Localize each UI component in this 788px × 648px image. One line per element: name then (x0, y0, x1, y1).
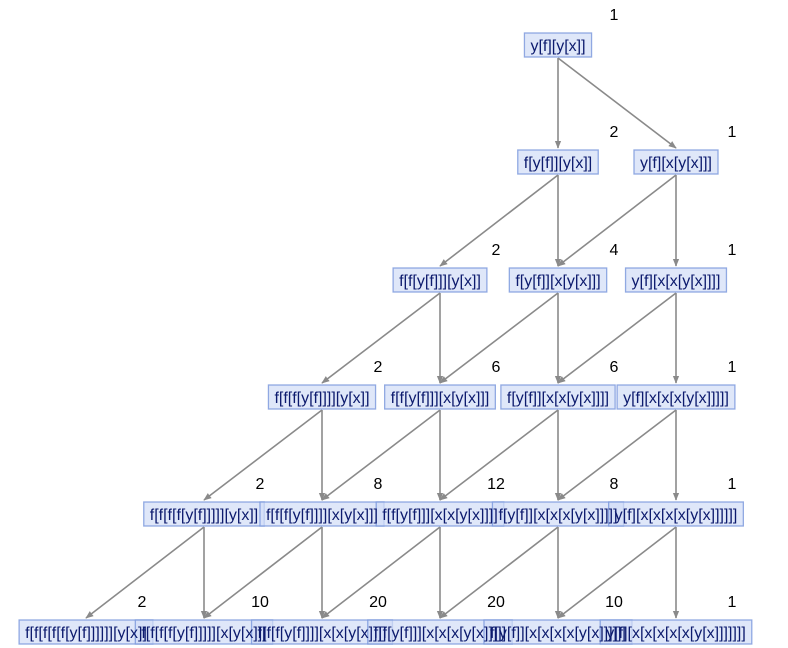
edge-arrow (321, 292, 441, 384)
node-count: 20 (369, 594, 387, 611)
node-box[interactable] (500, 384, 616, 410)
edge-arrow (439, 526, 559, 619)
edge-arrow (203, 409, 323, 501)
edge-arrow (439, 174, 559, 267)
node-label[interactable]: f[y[f]][x[x[x[y[x]]]]] (498, 507, 617, 524)
node-label[interactable]: f[f[f[y[f]]]][y[x]] (274, 390, 369, 407)
node-count: 2 (256, 476, 265, 493)
node-count: 2 (492, 242, 501, 259)
edge-arrow (557, 526, 677, 619)
node-label[interactable]: f[y[f]][y[x]] (524, 155, 592, 172)
node-count: 8 (610, 476, 619, 493)
node-label[interactable]: y[f][x[x[x[x[x[y[x]]]]]]] (606, 625, 746, 642)
node-box[interactable] (523, 32, 593, 58)
node-box[interactable] (259, 501, 385, 527)
node-label[interactable]: f[f[f[f[y[f]]]]][x[y[x]]] (141, 625, 266, 642)
node-label[interactable]: f[f[y[f]]][x[x[x[y[x]]]]] (374, 625, 506, 642)
node-count: 10 (251, 594, 269, 611)
node-count: 2 (374, 359, 383, 376)
node-label[interactable]: y[f][x[x[y[x]]]] (632, 273, 721, 290)
node-label[interactable]: y[f][x[x[x[x[y[x]]]]]] (615, 507, 738, 524)
edge-arrow (557, 174, 677, 267)
node-label[interactable]: f[f[f[f[y[f]]]]][y[x]] (150, 507, 258, 524)
edge-arrow (85, 526, 205, 619)
edge-arrow (203, 526, 323, 619)
edge-arrow (321, 409, 441, 501)
node-labels: y[f][y[x]] f[y[f]][y[x]] y[f][x[y[x]]] f[f[… (25, 38, 746, 642)
edge-arrow (321, 526, 441, 619)
node-label[interactable]: f[f[f[y[f]]]][x[x[y[x]]]] (258, 625, 387, 642)
node-count: 8 (374, 476, 383, 493)
node-count: 2 (138, 594, 147, 611)
edge-arrow (439, 409, 559, 501)
node-box[interactable] (599, 619, 753, 645)
node-label[interactable]: f[f[y[f]]][x[x[y[x]]]] (382, 507, 498, 524)
node-count: 4 (610, 242, 619, 259)
edge-arrow (557, 292, 677, 384)
edge-arrow (439, 292, 559, 384)
node-box[interactable] (517, 149, 599, 175)
node-box[interactable] (633, 149, 719, 175)
node-label[interactable]: f[f[f[f[f[y[f]]]]]][y[x]] (25, 625, 147, 642)
node-box[interactable] (267, 384, 377, 410)
node-label[interactable]: f[y[f]][x[x[y[x]]]] (507, 390, 609, 407)
node-box[interactable] (616, 384, 736, 410)
node-count: 2 (610, 124, 619, 141)
node-box[interactable] (608, 501, 744, 527)
node-label[interactable]: f[f[y[f]]][y[x]] (399, 273, 481, 290)
node-count: 1 (728, 476, 737, 493)
node-count: 6 (610, 359, 619, 376)
node-count: 6 (492, 359, 501, 376)
node-label[interactable]: y[f][x[y[x]]] (640, 155, 712, 172)
node-label[interactable]: f[f[y[f]]][x[y[x]]] (391, 390, 490, 407)
node-label[interactable]: y[f][x[x[x[y[x]]]]] (623, 390, 729, 407)
node-box[interactable] (18, 619, 154, 645)
node-box[interactable] (384, 384, 496, 410)
node-box[interactable] (624, 267, 728, 293)
edges (85, 57, 680, 619)
edge-arrow (557, 409, 677, 501)
node-count: 1 (728, 359, 737, 376)
node-label[interactable]: f[f[f[y[f]]]][x[y[x]]] (266, 507, 378, 524)
edge-arrow (557, 57, 677, 149)
node-label[interactable]: y[f][y[x]] (530, 38, 585, 55)
nodes (18, 32, 753, 645)
node-count: 1 (728, 594, 737, 611)
node-count: 10 (605, 594, 623, 611)
node-count: 1 (728, 124, 737, 141)
node-count: 1 (728, 242, 737, 259)
node-box[interactable] (375, 501, 505, 527)
node-box[interactable] (508, 267, 608, 293)
node-count: 20 (487, 594, 505, 611)
node-count: 1 (610, 7, 619, 24)
node-count: 12 (487, 476, 505, 493)
node-label[interactable]: f[y[f]][x[y[x]]] (515, 273, 600, 290)
node-box[interactable] (392, 267, 488, 293)
node-label[interactable]: f[y[f]][x[x[x[x[y[x]]]]]] (490, 625, 626, 642)
